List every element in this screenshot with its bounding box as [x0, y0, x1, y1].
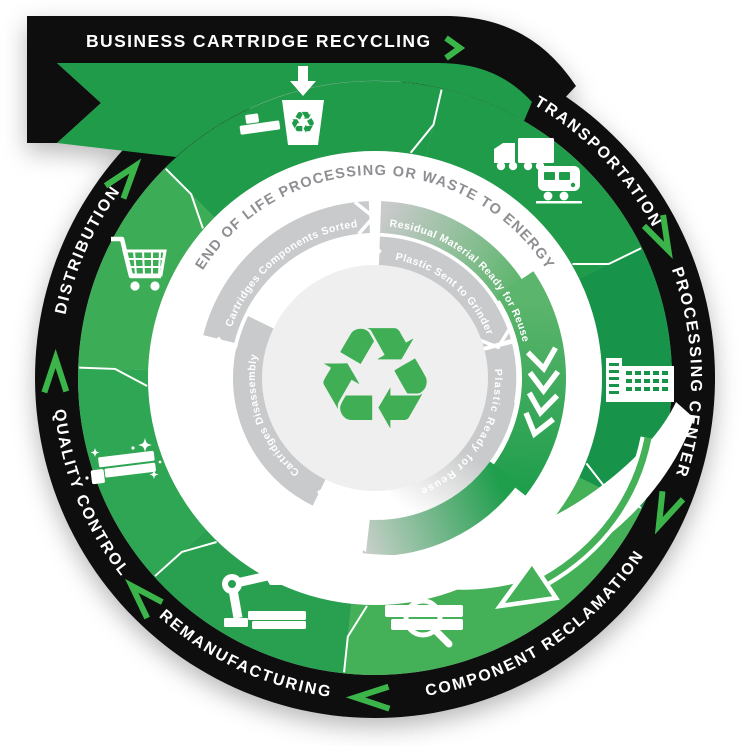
recycle-symbol-icon: ♻ [311, 297, 438, 462]
svg-text:♻: ♻ [290, 106, 317, 141]
banner-ribbon-black-fork [27, 63, 101, 143]
ring-end-caps [198, 200, 511, 513]
return-arrowhead-icon [326, 500, 372, 552]
reclamation-arrow-icon [495, 436, 656, 609]
center-hub [262, 265, 488, 491]
ring-separator [233, 233, 520, 404]
shopping-cart-icon [111, 236, 167, 291]
segment-collection [164, 80, 442, 218]
ring-grinder [378, 236, 512, 348]
banner-title: BUSINESS CARTRIDGE RECYCLING [86, 31, 431, 51]
clean-cartridge-sparkle-icon [85, 438, 162, 485]
ring-disassembly [233, 315, 327, 506]
cartridge-recycle-bin-icon: ♻ [239, 66, 324, 145]
robot-arm-icon [222, 565, 306, 629]
ring-plastic-ready [390, 343, 517, 519]
segment-remanufacturing [154, 529, 352, 674]
ring-residual-2 [490, 271, 566, 496]
factory-building-icon [606, 358, 674, 402]
banner-ribbon-black [27, 16, 576, 117]
segment-distribution [78, 167, 215, 371]
stage-icons: ♻ [85, 66, 674, 648]
process-rings [203, 201, 566, 556]
cartridge-magnifier-icon [385, 598, 463, 648]
segment-transportation [426, 88, 642, 279]
stage-chevrons-icon [41, 35, 686, 712]
ring-sorted [203, 201, 371, 344]
ring-residual-1 [379, 201, 526, 302]
flow-chevrons-icon [523, 346, 561, 439]
truck-train-icon [494, 138, 582, 204]
sparkle-icon [85, 438, 162, 480]
ring-return-arrow-band [362, 461, 519, 556]
banner-ribbon-green [57, 63, 532, 157]
